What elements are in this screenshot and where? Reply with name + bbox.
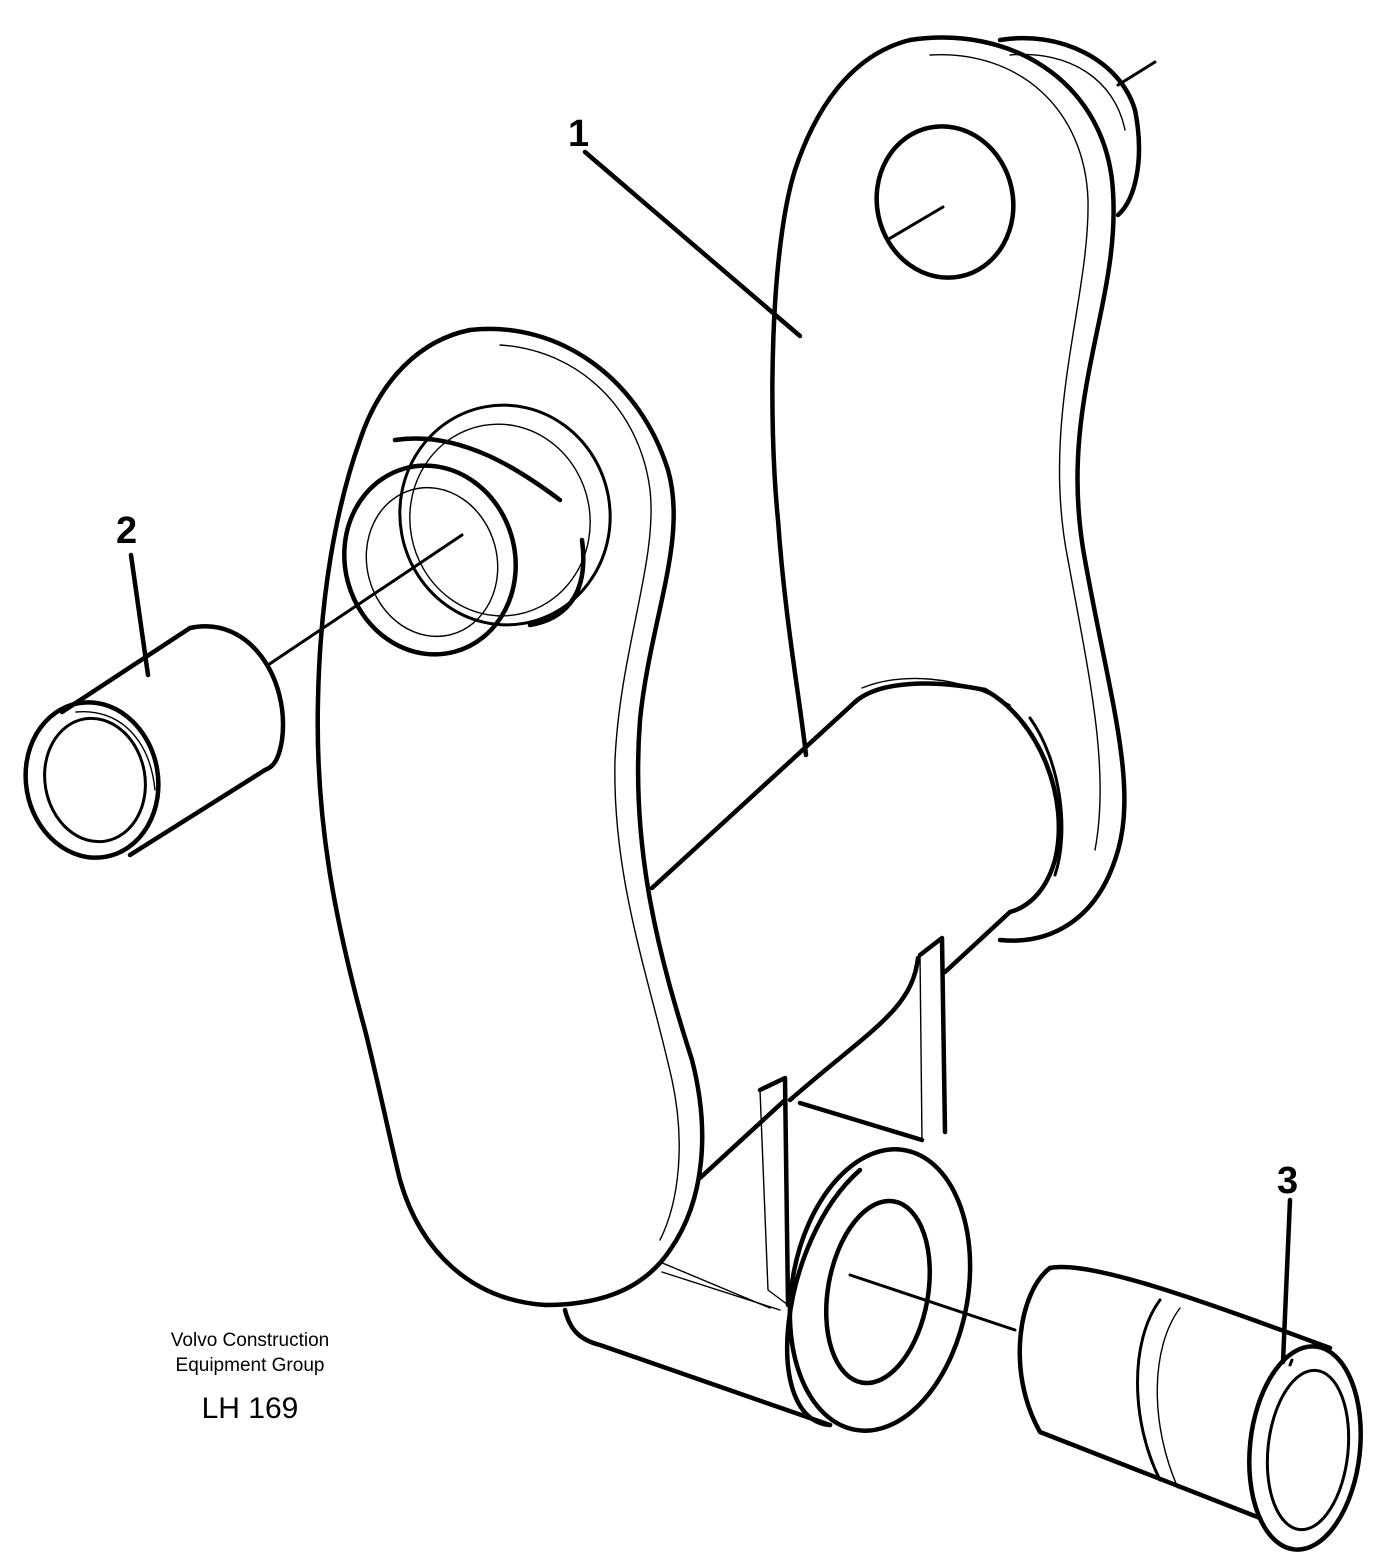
callout-2: 2 bbox=[116, 510, 137, 552]
bushing-2 bbox=[23, 533, 464, 860]
publisher-caption: Volvo Construction Equipment Group bbox=[120, 1328, 380, 1378]
bushing-3 bbox=[1017, 1264, 1363, 1552]
drawing-code: LH 169 bbox=[201, 1392, 299, 1425]
publisher-line-2: Equipment Group bbox=[175, 1355, 325, 1376]
leader-line-3 bbox=[1280, 1197, 1293, 1365]
callout-1: 1 bbox=[568, 113, 589, 155]
cross-tube bbox=[649, 677, 1064, 1181]
leader-line-2 bbox=[128, 552, 151, 678]
publisher-line-1: Volvo Construction bbox=[170, 1330, 330, 1351]
leader-line-1 bbox=[582, 149, 803, 339]
front-link-arm bbox=[315, 326, 705, 1308]
callout-3: 3 bbox=[1277, 1160, 1298, 1202]
lower-bracket bbox=[562, 935, 1017, 1433]
rear-link-arm bbox=[770, 35, 1157, 943]
